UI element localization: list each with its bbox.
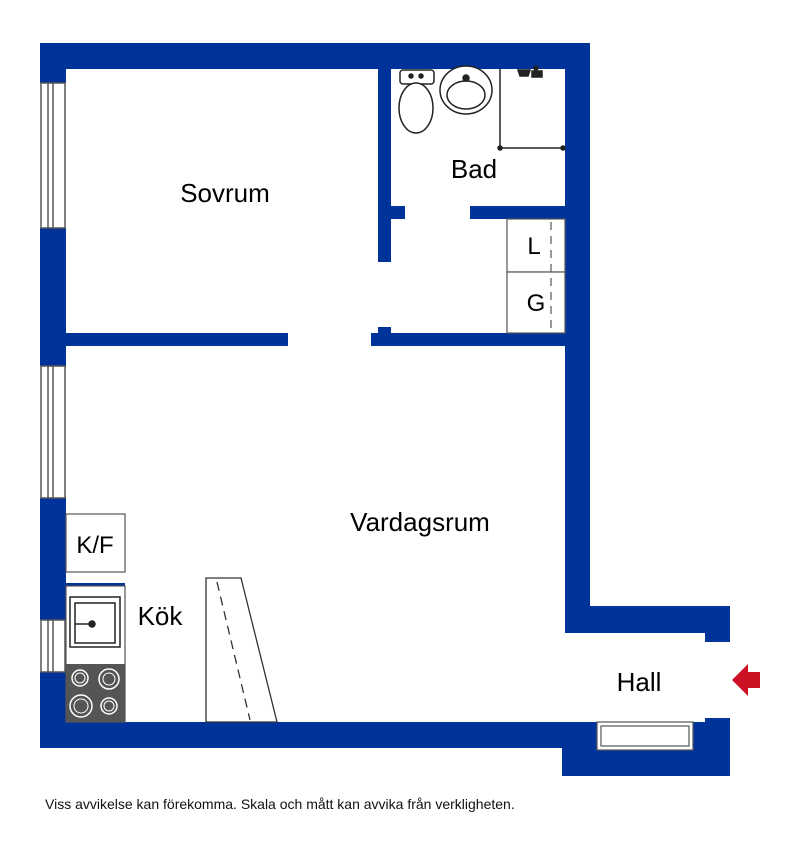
- window-living-room: [40, 365, 66, 499]
- hall-bench: [596, 721, 694, 751]
- room-label-kok: Kök: [138, 601, 184, 631]
- interior-walls: [40, 69, 565, 586]
- floor-plan: L G K/F Sovrum Bad Vardagsr: [40, 43, 760, 776]
- outer-walls: [40, 43, 730, 776]
- room-label-bad: Bad: [451, 154, 497, 184]
- windows: [40, 82, 66, 673]
- shower-icon: [497, 65, 566, 151]
- closet-label-l: L: [527, 233, 540, 260]
- stair-outline: [205, 577, 278, 723]
- entrance-arrow-icon: [732, 664, 760, 696]
- kitchen-sink-icon: [69, 596, 121, 648]
- window-bedroom: [40, 82, 66, 229]
- disclaimer-text: Viss avvikelse kan förekomma. Skala och …: [45, 796, 515, 812]
- fridge-freezer: [65, 513, 126, 573]
- closets: [506, 218, 566, 334]
- room-label-sovrum: Sovrum: [180, 178, 270, 208]
- stove-icon: [66, 664, 125, 722]
- sink-icon: [439, 65, 493, 115]
- room-label-hall: Hall: [617, 667, 662, 697]
- window-kitchen: [40, 619, 66, 673]
- closet-label-g: G: [527, 290, 546, 317]
- room-label-vardagsrum: Vardagsrum: [350, 507, 490, 537]
- fridge-freezer-label: K/F: [76, 532, 113, 559]
- toilet-icon: [398, 69, 435, 134]
